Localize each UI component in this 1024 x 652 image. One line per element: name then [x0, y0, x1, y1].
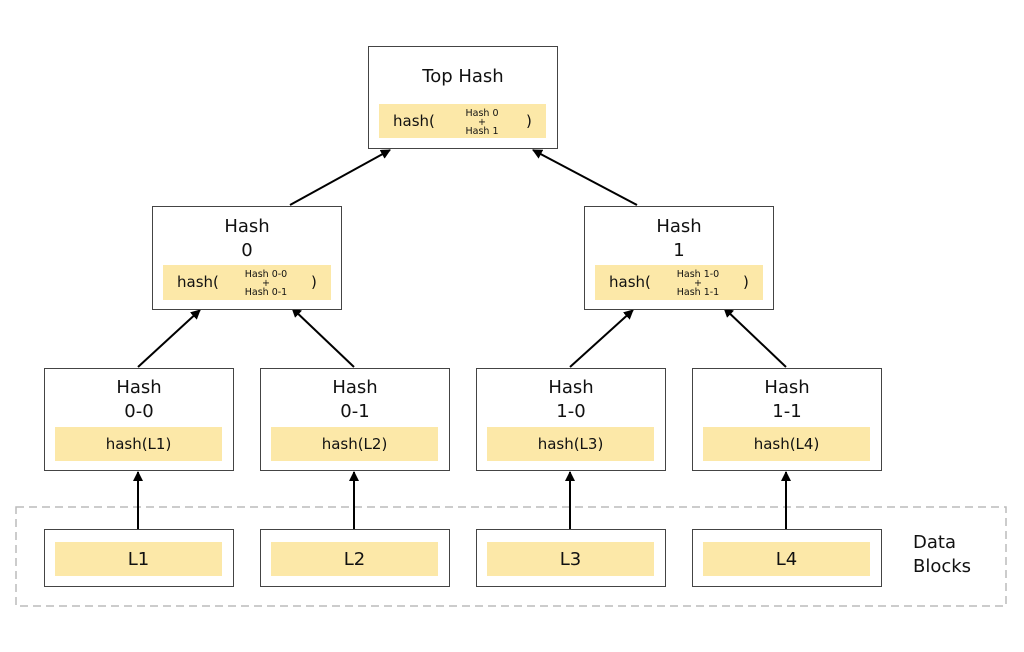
arrow-hash11-to-hash1	[723, 307, 787, 368]
hash-1-0-expression: hash(L3)	[487, 427, 654, 461]
hash-1-expression: hash( Hash 1-0 + Hash 1-1 )	[595, 265, 763, 300]
hash-arguments: Hash 0 + Hash 1	[465, 108, 499, 137]
arrow-hash1-to-top	[532, 149, 638, 206]
hash-0-1-node: Hash 0-1 hash(L2)	[260, 368, 450, 471]
data-block-l2: L2	[260, 529, 450, 587]
hash-0-1-title-line2: 0-1	[340, 401, 370, 422]
data-block-label: L3	[559, 548, 582, 570]
data-block-l3: L3	[476, 529, 666, 587]
data-blocks-label: Data Blocks	[913, 532, 972, 577]
top-hash-title: Top Hash	[422, 66, 504, 87]
top-hash-expression: hash( Hash 0 + Hash 1 )	[379, 104, 546, 138]
hash-1-1-title-line2: 1-1	[772, 401, 802, 422]
hash-1-0-node: Hash 1-0 hash(L3)	[476, 368, 666, 471]
hash-0-0-title-line2: 0-0	[124, 401, 154, 422]
data-block-l4: L4	[692, 529, 882, 587]
hash-fn-close: )	[743, 273, 749, 291]
hash-1-1-title-line1: Hash	[764, 377, 810, 398]
hash-fn-open: hash(	[393, 112, 435, 130]
hash-fn-close: )	[311, 273, 317, 291]
hash-1-node: Hash 1 hash( Hash 1-0 + Hash 1-1 )	[584, 206, 774, 310]
hash-1-title-line2: 1	[673, 240, 685, 261]
hash-1-1-node: Hash 1-1 hash(L4)	[692, 368, 882, 471]
arrow-hash0-to-top	[289, 149, 391, 206]
hash-fn-close: )	[526, 112, 532, 130]
arrow-hash01-to-hash0	[291, 307, 355, 368]
top-hash-node: Top Hash hash( Hash 0 + Hash 1 )	[368, 46, 558, 149]
hash-0-title-line2: 0	[241, 240, 253, 261]
hash-1-1-expression: hash(L4)	[703, 427, 870, 461]
hash-0-1-expression: hash(L2)	[271, 427, 438, 461]
hash-1-title-line1: Hash	[656, 216, 702, 237]
arrow-hash00-to-hash0	[137, 309, 201, 368]
hash-arguments: Hash 1-0 + Hash 1-1	[676, 269, 720, 298]
hash-0-title-line1: Hash	[224, 216, 270, 237]
hash-0-node: Hash 0 hash( Hash 0-0 + Hash 0-1 )	[152, 206, 342, 310]
hash-0-0-node: Hash 0-0 hash(L1)	[44, 368, 234, 471]
data-block-label: L4	[775, 548, 798, 570]
hash-1-0-title-line1: Hash	[548, 377, 594, 398]
hash-1-0-title-line2: 1-0	[556, 401, 586, 422]
hash-0-expression: hash( Hash 0-0 + Hash 0-1 )	[163, 265, 331, 300]
hash-fn-open: hash(	[609, 273, 651, 291]
hash-0-0-expression: hash(L1)	[55, 427, 222, 461]
hash-0-1-title-line1: Hash	[332, 377, 378, 398]
hash-arguments: Hash 0-0 + Hash 0-1	[244, 269, 288, 298]
hash-0-0-title-line1: Hash	[116, 377, 162, 398]
data-block-label: L1	[127, 548, 150, 570]
data-block-label: L2	[343, 548, 366, 570]
hash-fn-open: hash(	[177, 273, 219, 291]
data-blocks-group-border	[15, 506, 1007, 607]
arrow-hash10-to-hash1	[569, 309, 634, 368]
data-block-l1: L1	[44, 529, 234, 587]
